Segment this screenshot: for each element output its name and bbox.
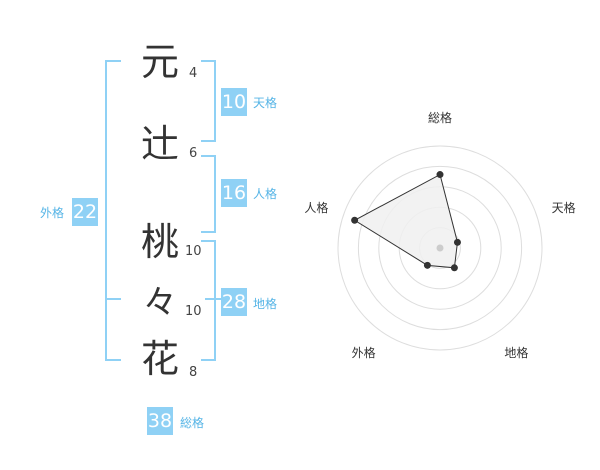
radar-label-soukaku: 総格 [428, 110, 452, 125]
radar-point [423, 261, 431, 269]
radar-point [453, 238, 461, 246]
stroke-count-5: 8 [189, 365, 198, 380]
soukaku-badge: 38 [147, 407, 173, 435]
radar-center-dot [436, 244, 444, 252]
radar-label-tenkaku: 天格 [552, 200, 576, 215]
radar-point [436, 171, 444, 179]
radar-ring [337, 145, 543, 351]
jinkaku-label: 人格 [253, 187, 278, 201]
radar-label-chikaku: 地格 [504, 345, 528, 360]
chikaku-label: 地格 [253, 297, 278, 311]
char-3: 桃 [140, 220, 179, 264]
tenkaku-bracket [201, 60, 216, 142]
radar-points [351, 171, 461, 272]
radar-point [450, 264, 458, 272]
radar-label-jinkaku: 人格 [304, 200, 328, 215]
radar-label-gaikaku: 外格 [352, 345, 376, 360]
chikaku-badge: 28 [221, 288, 247, 316]
tenkaku-label: 天格 [253, 96, 278, 110]
jinkaku-badge: 16 [221, 179, 247, 207]
gaikaku-bracket [105, 60, 121, 361]
radar-value-polygon [353, 173, 458, 269]
radar-ring [357, 165, 523, 331]
gaikaku-label: 外格 [40, 206, 65, 220]
stroke-count-2: 6 [189, 146, 198, 161]
stroke-count-4: 10 [185, 304, 202, 319]
stroke-count-3: 10 [185, 244, 202, 259]
soukaku-label: 総格 [180, 416, 205, 430]
stroke-count-1: 4 [189, 66, 198, 81]
char-4: 々 [143, 283, 177, 323]
jinkaku-bracket [201, 155, 216, 233]
char-2: 辻 [140, 122, 179, 166]
radar-point [351, 216, 359, 224]
chikaku-divider [205, 298, 221, 300]
tenkaku-badge: 10 [221, 88, 247, 116]
chikaku-bracket [201, 240, 216, 361]
gaikaku-badge: 22 [72, 198, 98, 226]
char-1: 元 [140, 40, 179, 84]
char-5: 花 [140, 337, 179, 381]
gaikaku-divider [105, 298, 121, 300]
